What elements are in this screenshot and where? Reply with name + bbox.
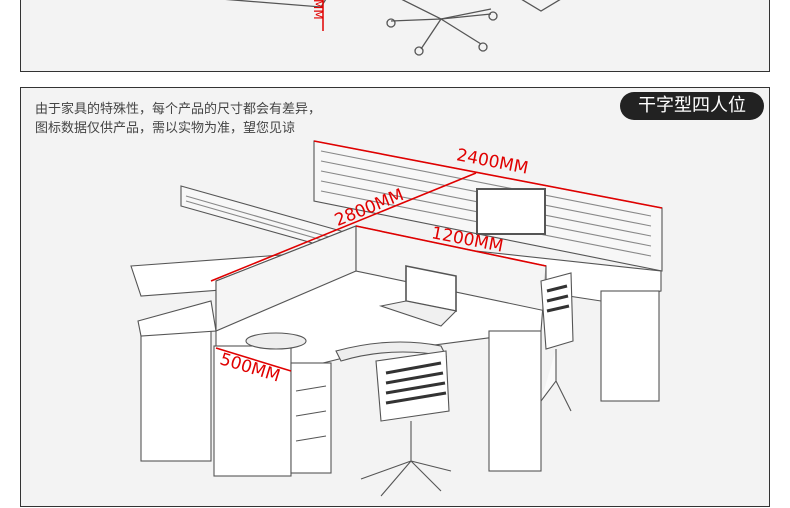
chair-sketch-top [225,0,561,56]
top-product-panel: MM [20,0,770,72]
top-dimension-label: MM [311,0,325,20]
product-type-badge: 干字型四人位 [620,92,764,120]
main-product-panel: 由于家具的特殊性，每个产品的尺寸都会有差异， 图标数据仅供产品，需以实物为准，望… [20,87,770,507]
workstation-sketch [130,140,663,497]
note-line-1: 由于家具的特殊性，每个产品的尺寸都会有差异， [35,102,322,117]
disclaimer-note: 由于家具的特殊性，每个产品的尺寸都会有差异， 图标数据仅供产品，需以实物为准，望… [35,100,321,138]
note-line-2: 图标数据仅供产品，需以实物为准，望您见谅 [35,121,296,136]
